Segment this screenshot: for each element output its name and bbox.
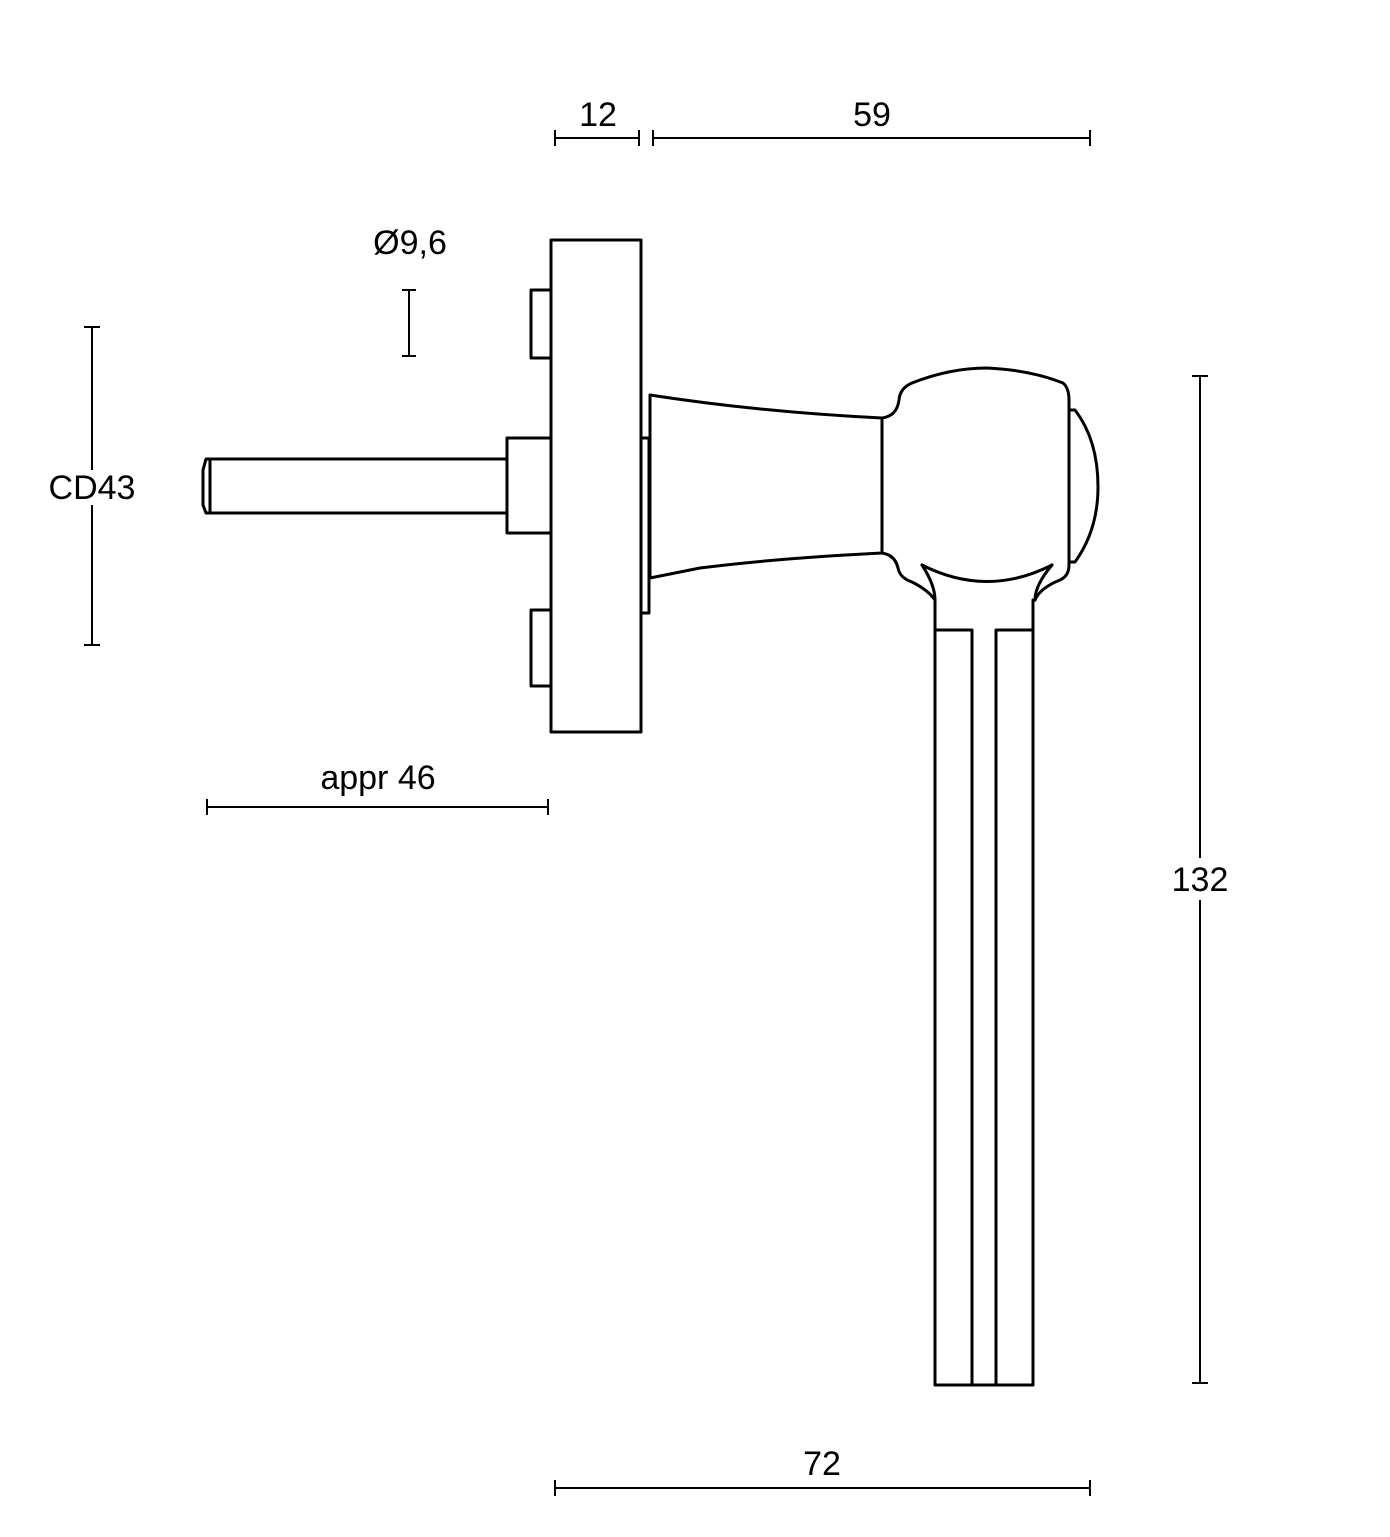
dim-center-distance: CD43	[49, 469, 136, 507]
rose-plate	[529, 238, 643, 734]
dim-spindle-diameter: Ø9,6	[373, 224, 447, 262]
handle-body	[639, 366, 1100, 615]
dim-lever-length: 132	[1172, 861, 1229, 899]
dim-handle-projection: 59	[853, 96, 891, 134]
spindle	[201, 436, 553, 535]
dim-rose-thickness: 12	[579, 96, 617, 134]
dim-total-projection: 72	[803, 1445, 841, 1483]
lever	[933, 598, 1035, 1387]
dim-spindle-length: appr 46	[320, 759, 435, 797]
dimension-lines	[84, 130, 1208, 1496]
